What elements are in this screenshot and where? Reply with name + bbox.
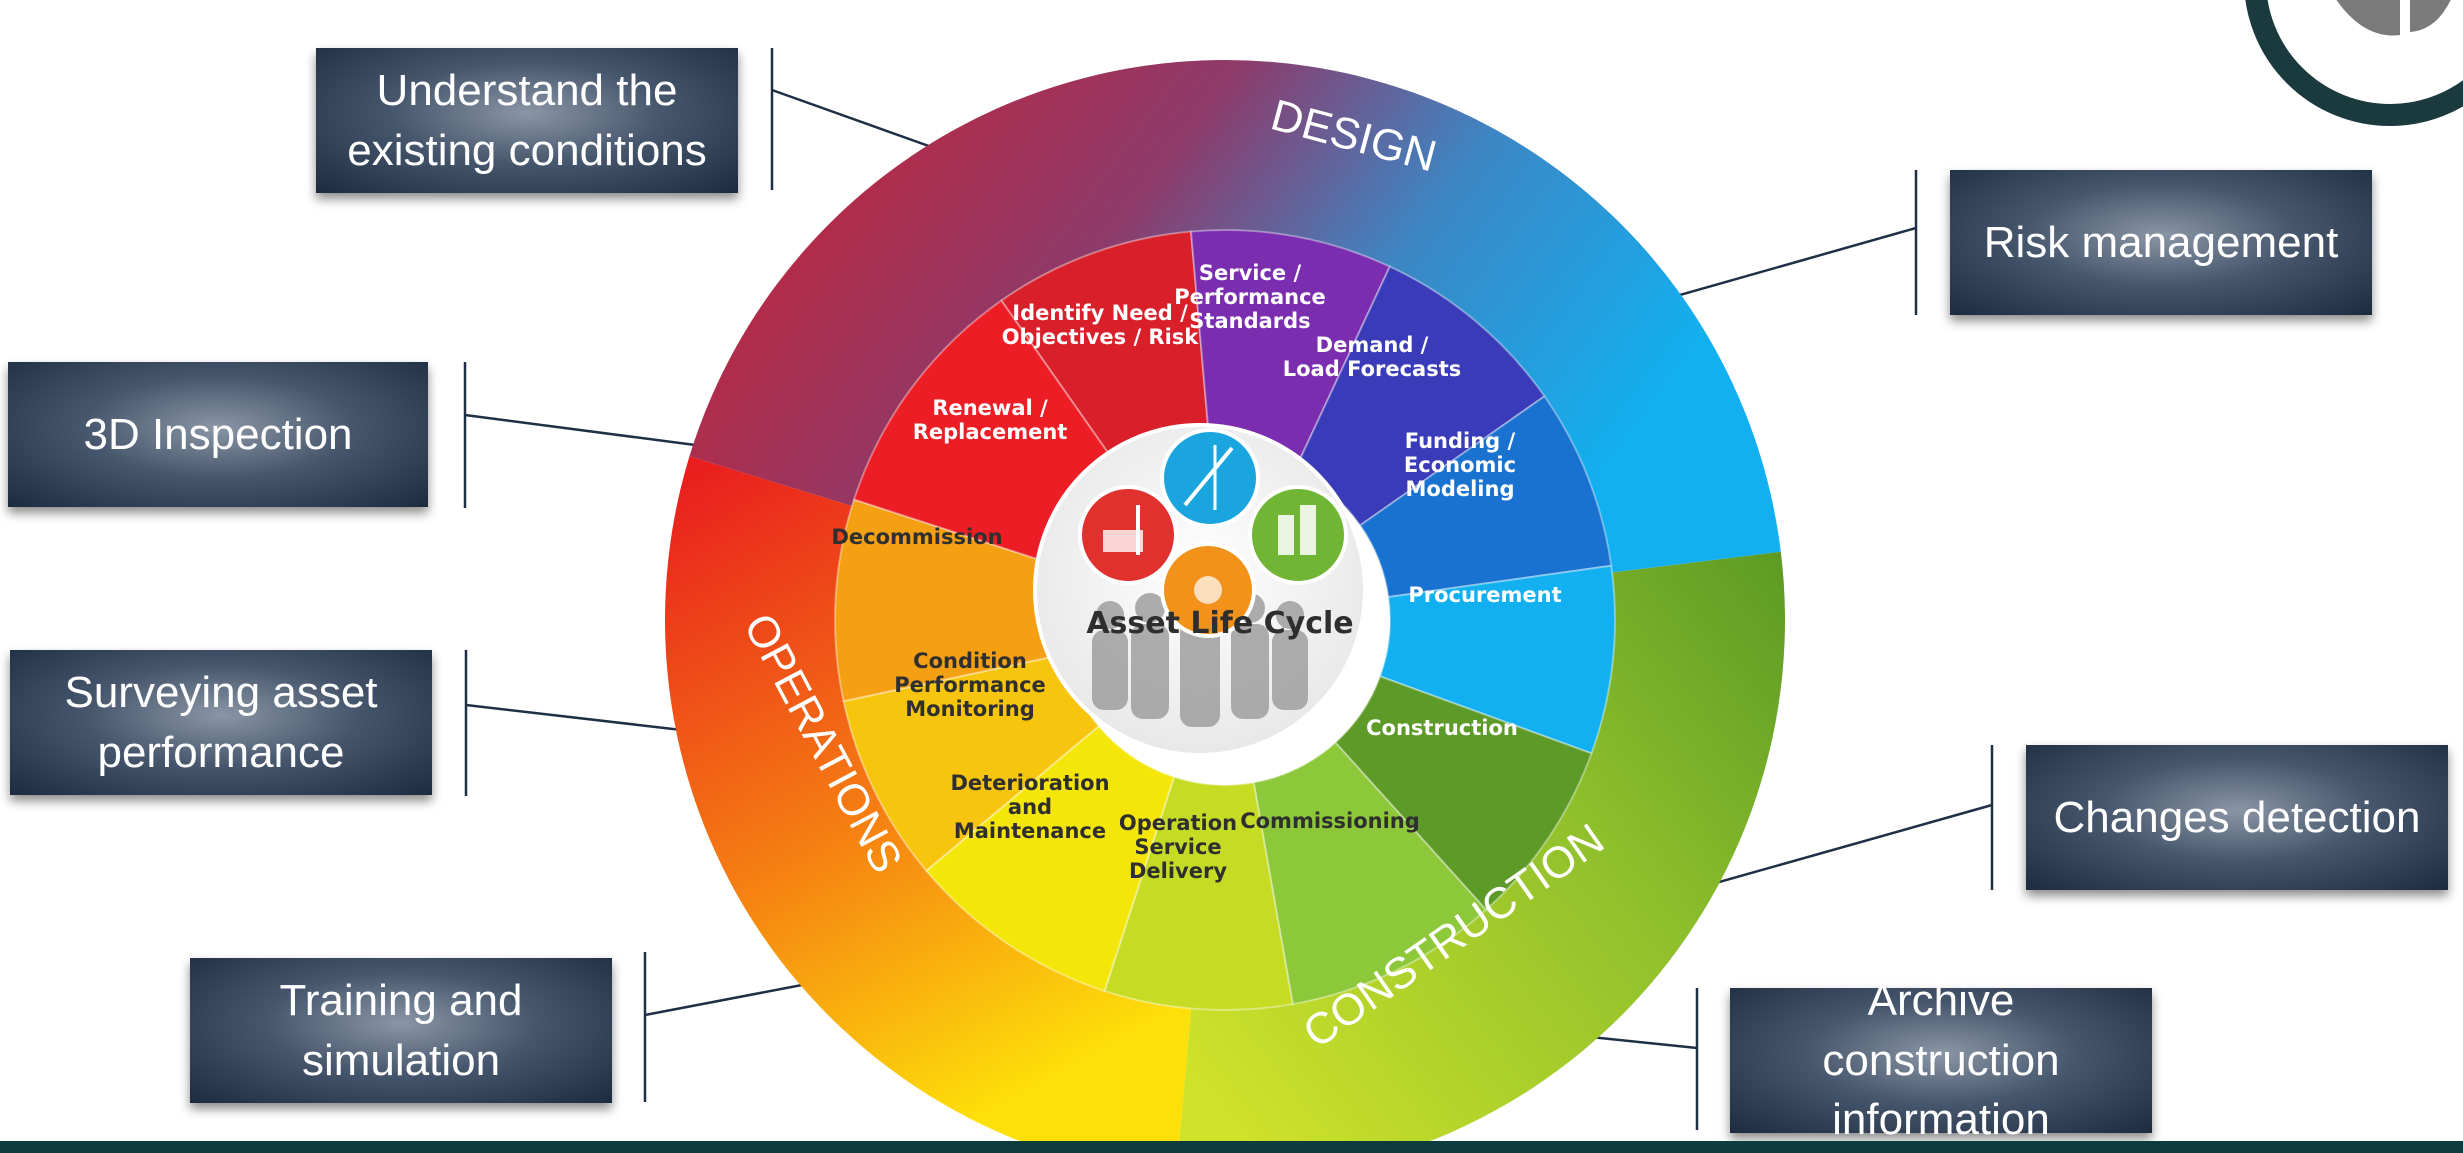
callout-existing-conditions: Understand the existing conditions (316, 48, 738, 193)
stage-label-procurement: Procurement (1408, 583, 1561, 607)
callout-training: Training and simulation (190, 958, 612, 1103)
callout-3d-inspection: 3D Inspection (8, 362, 428, 507)
port-icon (1078, 485, 1178, 585)
stage-label-renewal: Renewal /Replacement (913, 396, 1068, 444)
stage-segment-operation (1103, 775, 1294, 1011)
callout-training-label: Training and simulation (279, 976, 523, 1085)
bridge-icon (1160, 428, 1260, 528)
stage-labels: Identify Need /Objectives / RiskService … (831, 261, 1561, 883)
outer-phase-ring (665, 60, 1785, 1153)
stage-segment-funding (1358, 394, 1613, 599)
callout-surveying: Surveying asset performance (10, 650, 432, 795)
stage-segment-commissioning (1252, 741, 1488, 1006)
callout-changes-detection: Changes detection (2026, 745, 2448, 890)
center-title: Asset Life Cycle (1086, 606, 1353, 641)
callout-risk-management-label: Risk management (1983, 217, 2339, 267)
silhouettes-icon (1092, 584, 1308, 727)
callout-archive: Archive construction information (1730, 976, 2152, 1144)
callout-3d-inspection-label: 3D Inspection (83, 409, 353, 459)
phase-ring-design (689, 60, 1781, 573)
stage-label-demand: Demand /Load Forecasts (1283, 333, 1462, 381)
stage-label-decommission: Decommission (831, 525, 1002, 549)
phase-ring-operations (665, 456, 1192, 1153)
logo-icon (2245, 0, 2463, 126)
stage-segment-procurement (1378, 564, 1616, 755)
inner-stage-ring (834, 229, 1616, 1011)
callout-changes-detection-label: Changes detection (2053, 792, 2421, 842)
stage-segment-deterioration (924, 724, 1176, 993)
stage-segment-construction (1333, 675, 1593, 912)
factory-icon (1160, 542, 1256, 638)
phase-ring-construction (1178, 551, 1785, 1153)
stage-label-commissioning: Commissioning (1240, 809, 1420, 833)
callout-archive-label: Archive construction information (1822, 976, 2060, 1145)
building-icon (1248, 485, 1348, 585)
callout-existing-conditions-label: Understand the existing conditions (347, 66, 707, 175)
stage-label-construction: Construction (1366, 716, 1518, 740)
callout-risk-management: Risk management (1950, 170, 2372, 315)
bottom-band (0, 1141, 2463, 1153)
stage-label-identify: Identify Need /Objectives / Risk (1002, 301, 1200, 349)
callout-surveying-label: Surveying asset performance (64, 668, 378, 777)
